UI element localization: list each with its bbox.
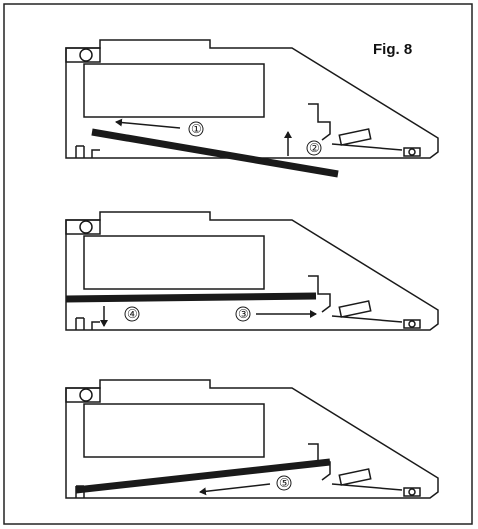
inner-panel <box>83 63 265 118</box>
panel-2 <box>65 211 439 331</box>
arrow-step-5 <box>199 483 271 496</box>
hinge-circle <box>79 388 93 402</box>
hinge-circle <box>79 220 93 234</box>
step-2-label: ② <box>309 141 320 155</box>
left-foot <box>75 317 85 330</box>
screw <box>403 319 421 329</box>
inner-panel <box>83 403 265 458</box>
arrow-step-1 <box>115 118 181 129</box>
hinge-block <box>65 47 101 63</box>
filter-bar <box>91 128 339 178</box>
housing-outline <box>65 39 439 159</box>
panel-1 <box>65 39 439 159</box>
figure-label: Fig. 8 <box>373 41 412 58</box>
inner-panel <box>83 235 265 290</box>
step-3-label: ③ <box>238 307 249 321</box>
hinge-block <box>65 387 101 403</box>
latch-pad <box>338 128 372 146</box>
step-3-badge <box>235 306 251 322</box>
step-4-label: ④ <box>127 307 138 321</box>
screw <box>403 147 421 157</box>
step-5-label: ⑤ <box>279 476 290 490</box>
filter-bar <box>75 458 331 494</box>
step-4-badge <box>124 306 140 322</box>
latch <box>308 275 331 313</box>
outer-frame <box>3 3 473 525</box>
screw <box>403 487 421 497</box>
step-1-label: ① <box>191 122 202 136</box>
filter-bar <box>65 292 317 303</box>
hinge-block <box>65 219 101 235</box>
panel-3 <box>65 379 439 499</box>
step-1-badge <box>188 121 204 137</box>
step-5-badge <box>276 475 292 491</box>
left-foot <box>75 145 85 158</box>
latch-pad <box>338 300 372 318</box>
hinge-circle <box>79 48 93 62</box>
housing-outline <box>65 211 439 331</box>
latch-pad <box>338 468 372 486</box>
step-2-badge <box>306 140 322 156</box>
housing-outline <box>65 379 439 499</box>
latch <box>308 103 331 141</box>
